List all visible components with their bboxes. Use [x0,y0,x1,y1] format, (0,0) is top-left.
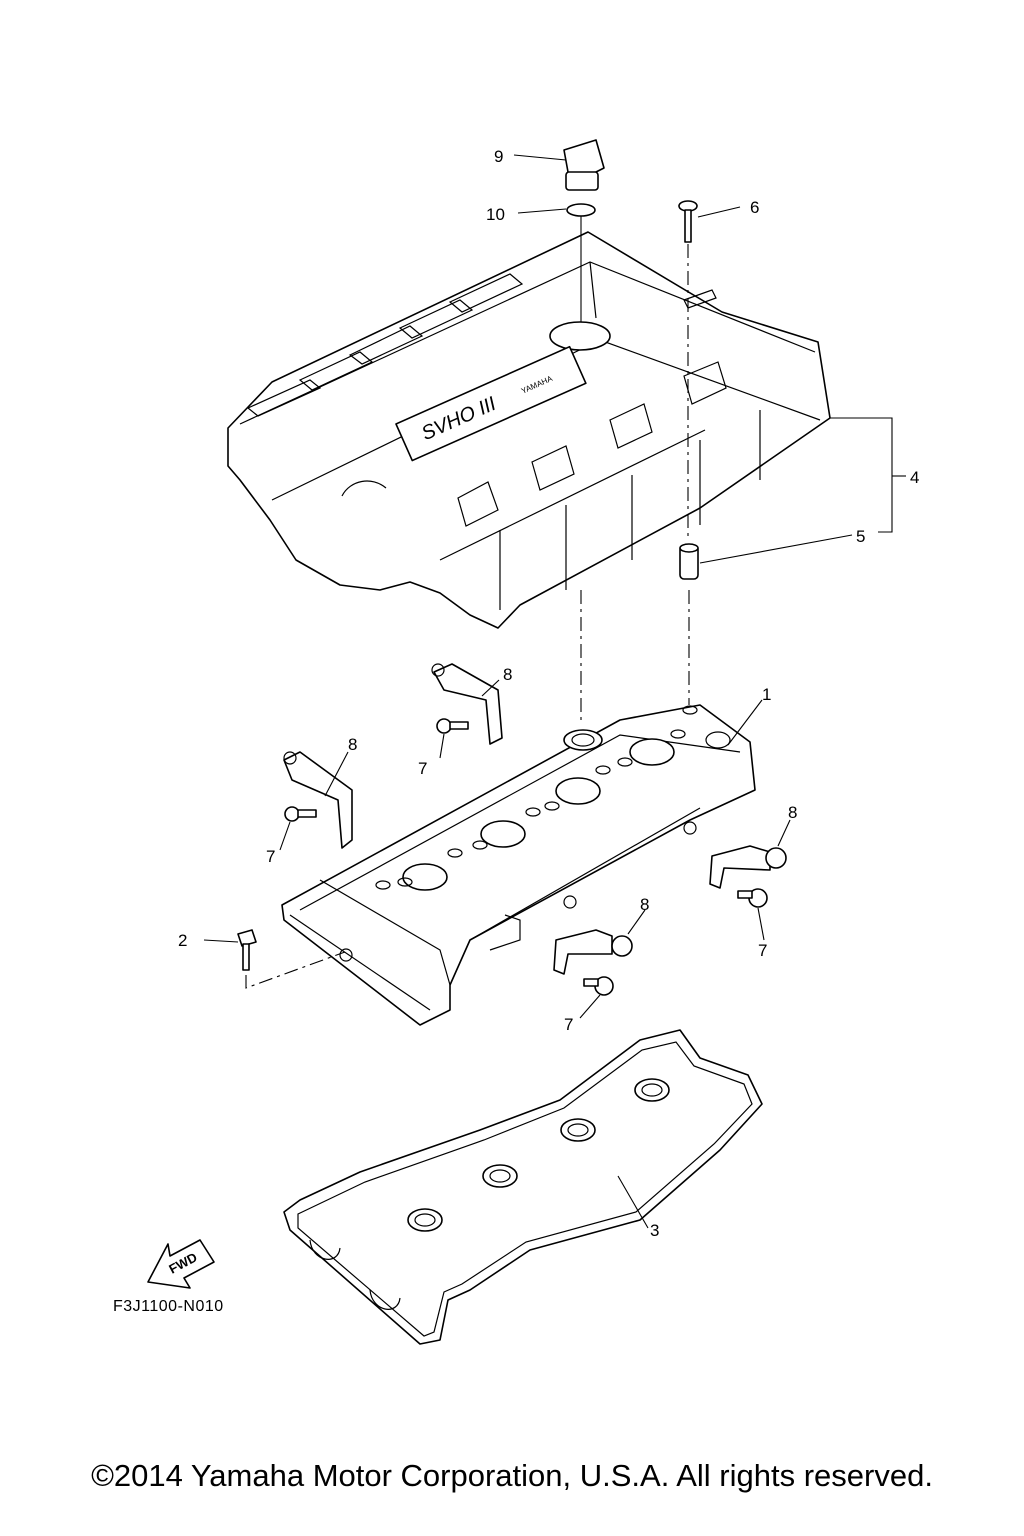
callout-8-right: 8 [788,803,797,822]
bracket-8-lower [553,929,633,975]
bolt-7-left [284,806,317,822]
bracket-8-right [709,845,787,889]
callout-2: 2 [178,931,187,950]
o-ring [566,203,596,217]
leader-lines [203,154,906,1229]
callout-8-upper: 8 [503,665,512,684]
callout-7-right: 7 [758,941,767,960]
callout-4: 4 [910,468,919,487]
head-cover-gasket [283,1029,763,1345]
bolt-7-upper [436,718,469,734]
callout-10: 10 [486,205,505,224]
callout-8-left: 8 [348,735,357,754]
callout-7-left: 7 [266,847,275,866]
bolt-7-lower [583,976,614,996]
callout-5: 5 [856,527,865,546]
callout-6: 6 [750,198,759,217]
figure-code: F3J1100-N010 [113,1298,224,1315]
copyright-notice: ©2014 Yamaha Motor Corporation, U.S.A. A… [91,1458,933,1493]
callout-9: 9 [494,147,503,166]
callout-7-lower: 7 [564,1015,573,1034]
callout-8-lower: 8 [640,895,649,914]
callout-7-upper: 7 [418,759,427,778]
cover-screw [678,200,698,243]
oil-filler-cap [563,139,605,191]
flange-bolt-2 [237,929,257,971]
bolt-7-right [737,888,768,908]
rubber-collar [679,543,699,580]
callout-1: 1 [762,685,771,704]
callout-3: 3 [650,1221,659,1240]
bracket-8-upper [431,663,503,745]
bracket-8-left [283,751,353,849]
forward-arrow-icon: FWD [147,1239,215,1289]
engine-top-cover: SVHO III YAMAHA [227,231,831,629]
cylinder-head-cover [281,704,756,1026]
